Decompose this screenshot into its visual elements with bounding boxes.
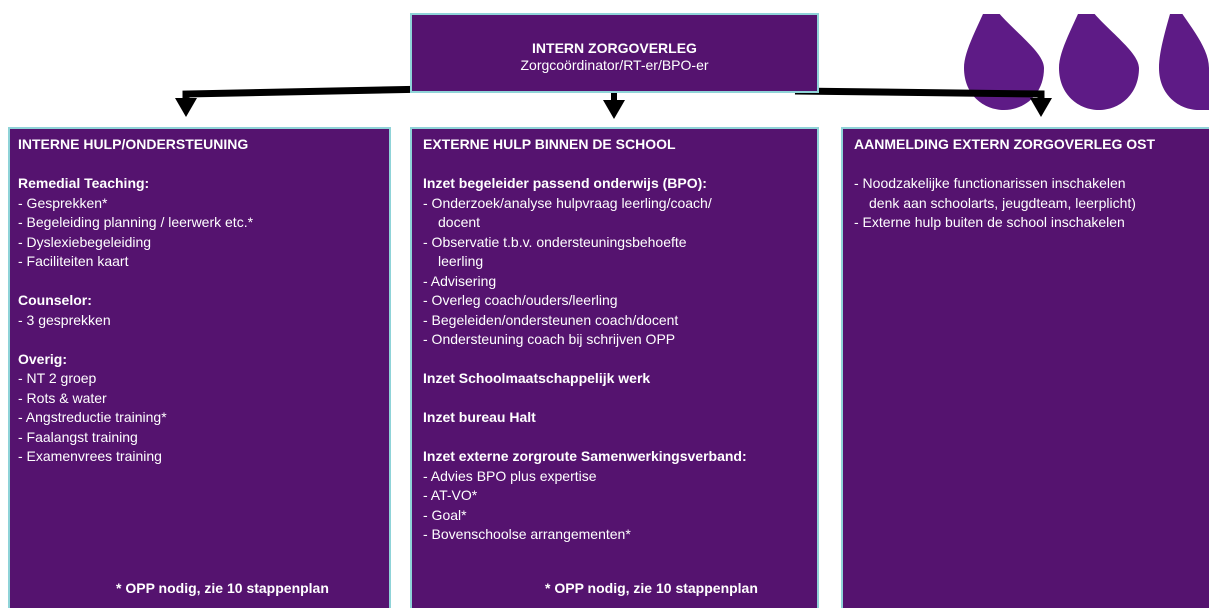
interne-hulp-box: INTERNE HULP/ONDERSTEUNING Remedial Teac… <box>8 127 391 608</box>
list-item: - Advisering <box>423 272 497 289</box>
top-box-title: INTERN ZORGOVERLEG <box>532 40 697 56</box>
list-item: - Gesprekken* <box>18 194 108 211</box>
list-item: - AT-VO* <box>423 487 478 503</box>
right-column-title: AANMELDING EXTERN ZORGOVERLEG OST <box>854 136 1156 152</box>
halt-section: Inzet bureau Halt <box>423 408 807 428</box>
section-title: Inzet externe zorgroute Samenwerkingsver… <box>423 448 747 464</box>
list-item: - NT 2 groep <box>18 370 97 386</box>
list-item: - Onderzoek/analyse hulpvraag leerling/c… <box>423 194 712 211</box>
smw-section: Inzet Schoolmaatschappelijk werk <box>423 369 807 389</box>
left-column-title: INTERNE HULP/ONDERSTEUNING <box>18 136 249 152</box>
list-item: - Rots & water <box>18 389 107 406</box>
remedial-teaching-section: Remedial Teaching: - Gesprekken* - Begel… <box>18 174 379 272</box>
drop-shape-edge <box>1159 0 1209 110</box>
list-item: - Examenvrees training <box>18 448 162 464</box>
list-item: - Noodzakelijke functionarissen inschake… <box>854 175 1126 191</box>
externe-hulp-box: EXTERNE HULP BINNEN DE SCHOOL Inzet bege… <box>410 127 819 608</box>
connector-line-right <box>794 87 1045 100</box>
arrow-head-left <box>175 98 197 117</box>
intern-zorgoverleg-box: INTERN ZORGOVERLEG Zorgcoördinator/RT-er… <box>410 13 819 93</box>
list-item: - Angstreductie training* <box>18 409 167 425</box>
drop-shape-right <box>1059 0 1139 110</box>
connector-line-left <box>182 85 433 100</box>
section-title: Counselor: <box>18 292 92 308</box>
section-title: Remedial Teaching: <box>18 175 150 191</box>
list-item-continuation: denk aan schoolarts, jeugdteam, leerplic… <box>869 194 1136 211</box>
bpo-section: Inzet begeleider passend onderwijs (BPO)… <box>423 174 807 350</box>
top-box-subtitle: Zorgcoördinator/RT-er/BPO-er <box>520 57 709 73</box>
list-item: - Ondersteuning coach bij schrijven OPP <box>423 331 676 347</box>
aanmelding-extern-box: AANMELDING EXTERN ZORGOVERLEG OST - Nood… <box>841 127 1209 608</box>
list-item: - 3 gesprekken <box>18 311 111 328</box>
list-item: - Faalangst training <box>18 428 138 445</box>
list-item-continuation: docent <box>438 214 481 230</box>
drop-shape-left <box>964 0 1044 110</box>
section-title: Inzet bureau Halt <box>423 409 536 425</box>
list-item: - Faciliteiten kaart <box>18 253 129 269</box>
section-title: Inzet begeleider passend onderwijs (BPO)… <box>423 175 707 191</box>
list-item: - Goal* <box>423 506 467 523</box>
list-item: - Begeleiden/ondersteunen coach/docent <box>423 311 679 328</box>
list-item: - Observatie t.b.v. ondersteuningsbehoef… <box>423 233 687 250</box>
middle-column-title: EXTERNE HULP BINNEN DE SCHOOL <box>423 136 676 152</box>
section-title: Inzet Schoolmaatschappelijk werk <box>423 370 651 386</box>
connector-arrows <box>175 82 1052 119</box>
list-item: - Externe hulp buiten de school inschake… <box>854 214 1125 230</box>
overig-section: Overig: - NT 2 groep - Rots & water - An… <box>18 350 379 467</box>
middle-footnote: * OPP nodig, zie 10 stappenplan <box>545 580 758 596</box>
swv-section: Inzet externe zorgroute Samenwerkingsver… <box>423 447 807 545</box>
left-footnote: * OPP nodig, zie 10 stappenplan <box>116 580 329 596</box>
list-item: - Dyslexiebegeleiding <box>18 233 152 250</box>
purple-drops-decoration <box>949 0 1209 110</box>
counselor-section: Counselor: - 3 gesprekken <box>18 291 379 330</box>
list-item: - Begeleiding planning / leerwerk etc.* <box>18 214 254 230</box>
arrow-head-middle <box>603 100 625 119</box>
section-title: Overig: <box>18 350 68 367</box>
list-item-continuation: leerling <box>438 253 484 269</box>
list-item: - Overleg coach/ouders/leerling <box>423 292 618 308</box>
list-item: - Advies BPO plus expertise <box>423 467 597 484</box>
list-item: - Bovenschoolse arrangementen* <box>423 526 631 542</box>
arrow-head-right <box>1030 98 1052 117</box>
